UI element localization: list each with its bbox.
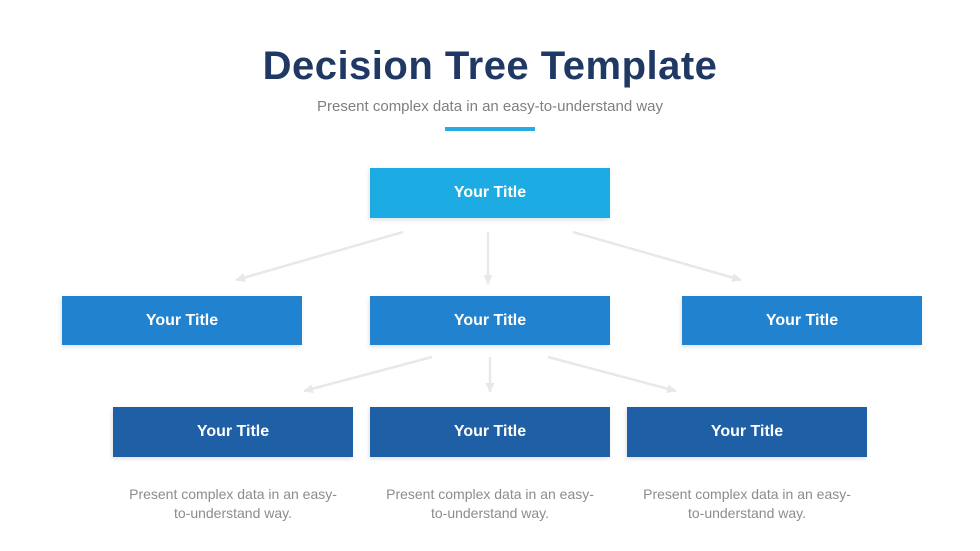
arrow-root-to-branch-right bbox=[572, 230, 742, 282]
tree-node-label: Your Title bbox=[765, 311, 839, 329]
tree-node-label: Your Title bbox=[453, 311, 527, 329]
tree-node-label: Your Title bbox=[710, 423, 784, 440]
tree-node-leaf-right: Your Title bbox=[627, 407, 867, 457]
leaf-caption-right: Present complex data in an easy-to-under… bbox=[643, 486, 851, 521]
tree-node-leaf-center: Your Title bbox=[370, 407, 610, 457]
tree-node-root: Your Title bbox=[370, 168, 610, 218]
arrow-root-to-branch-left bbox=[235, 230, 404, 282]
tree-node-label: Your Title bbox=[196, 423, 270, 440]
page-title: Decision Tree Template bbox=[262, 44, 718, 88]
arrow-branch-to-leaf-left bbox=[303, 355, 433, 394]
tree-node-branch-right: Your Title bbox=[682, 296, 922, 345]
leaf-caption-left: Present complex data in an easy-to-under… bbox=[129, 486, 337, 521]
tree-node-label: Your Title bbox=[453, 423, 527, 440]
arrow-branch-to-leaf-right bbox=[547, 355, 677, 394]
tree-node-leaf-left: Your Title bbox=[113, 407, 353, 457]
tree-node-branch-left: Your Title bbox=[62, 296, 302, 345]
tree-node-branch-center: Your Title bbox=[370, 296, 610, 345]
tree-node-label: Your Title bbox=[453, 184, 527, 201]
title-divider bbox=[445, 127, 535, 131]
page-subtitle: Present complex data in an easy-to-under… bbox=[316, 98, 664, 115]
leaf-caption-center: Present complex data in an easy-to-under… bbox=[386, 486, 594, 521]
tree-node-label: Your Title bbox=[145, 311, 219, 329]
